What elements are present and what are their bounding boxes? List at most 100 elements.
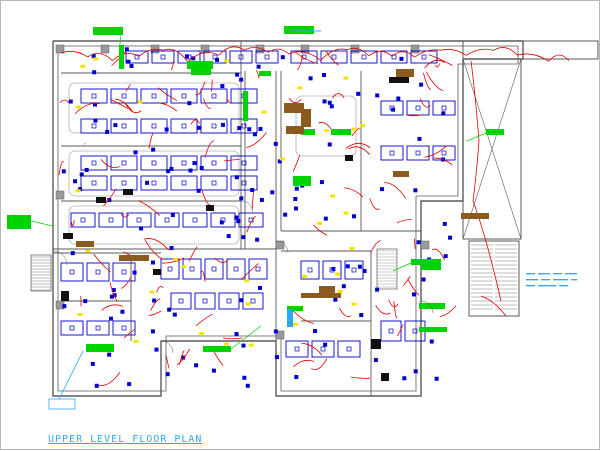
furniture-piece [319,286,335,294]
outlet-icon [220,220,224,224]
outlet-icon [151,261,155,265]
outlet-icon [236,219,240,223]
outlet-icon [134,150,138,154]
light-fixture-icon [81,218,85,222]
green-tag [86,344,114,352]
outlet-icon [194,363,198,367]
furniture-piece [396,69,414,77]
outlet-icon [399,57,403,61]
green-tag [259,71,271,76]
outlet-icon [69,100,73,104]
outlet-icon [375,288,379,292]
outlet-icon [356,92,360,96]
furniture-outline [69,151,239,196]
outlet-icon [127,382,131,386]
workstation [141,89,167,103]
outlet-icon [212,369,216,373]
circuit-wire [394,301,398,318]
circuit-wire [126,84,130,91]
workstation [171,293,191,309]
light-fixture-icon [182,181,186,185]
green-leader [31,221,53,226]
light-fixture-icon [265,55,269,59]
green-tag [93,27,123,35]
workstation [201,89,227,103]
light-fixture-icon [347,347,351,351]
yellow-mark [352,303,357,306]
circuit-wire [517,54,549,61]
workstation [381,321,401,341]
circuit-wire [397,219,412,222]
yellow-mark [360,124,365,127]
workstation [345,261,363,279]
light-fixture-icon [212,181,216,185]
outlet-icon [375,93,379,97]
outlet-icon [62,304,66,308]
circuit-wire [369,51,392,56]
light-fixture-icon [182,124,186,128]
outlet-icon [358,265,362,269]
circuit-wire [60,100,69,103]
outlet-icon [246,384,250,388]
outlet-icon [435,377,439,381]
light-fixture-icon [352,268,356,272]
yellow-mark [330,195,335,198]
workstation [113,263,135,281]
outlet-icon [220,84,224,88]
light-fixture-icon [122,270,126,274]
light-fixture-icon [332,55,336,59]
equipment-block [123,189,133,195]
light-fixture-icon [182,161,186,165]
outlet-icon [413,188,417,192]
workstation [61,321,83,335]
workstation [195,293,215,309]
workstation [161,259,179,279]
yellow-mark [76,189,81,192]
light-fixture-icon [212,94,216,98]
outlet-icon [422,277,426,281]
outlet-icon [260,198,264,202]
outlet-icon [363,269,367,273]
circuit-wire [196,314,212,326]
circuit-wire [344,188,363,197]
circuit-wire [99,372,120,385]
light-fixture-icon [193,218,197,222]
circuit-wire [88,53,113,60]
light-fixture-icon [122,94,126,98]
outlet-icon [83,299,87,303]
outlet-icon [391,108,395,112]
outlet-icon [419,83,423,87]
circuit-wire [429,55,453,66]
yellow-mark [199,332,204,335]
furniture-outline [69,206,239,244]
green-tag [243,91,248,121]
column [201,45,209,53]
yellow-mark [244,279,249,282]
circuit-wire [397,325,403,336]
outlet-icon [412,292,416,296]
light-fixture-icon [137,218,141,222]
outlet-icon [295,187,299,191]
outlet-icon [187,101,191,105]
light-fixture-icon [212,267,216,271]
circuit-wire [425,60,445,68]
circuit-wire [432,249,445,260]
light-fixture-icon [152,161,156,165]
workstation [219,293,239,309]
circuit-wire [423,73,430,90]
workstation [71,213,95,227]
outlet-icon [93,119,97,123]
outlet-icon [145,181,149,185]
cyan-leader [59,351,83,399]
yellow-mark [249,344,254,347]
workstation [141,119,167,133]
yellow-mark [335,273,340,276]
outlet-icon [294,206,298,210]
circuit-wire [202,190,210,205]
circuit-wire [389,300,398,307]
yellow-mark [138,100,143,103]
outlet-icon [227,234,231,238]
green-tag [284,26,314,34]
yellow-mark [344,212,349,215]
green-tag [419,327,447,332]
